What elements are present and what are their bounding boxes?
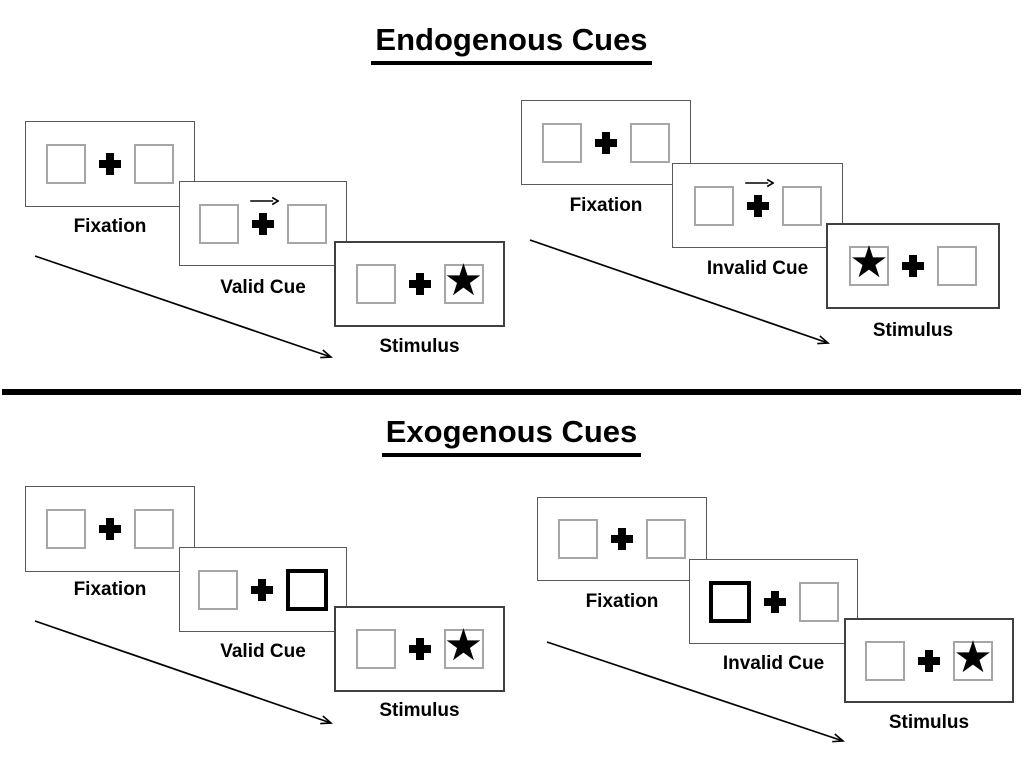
panel-exogenous-invalid-fixation — [537, 497, 707, 581]
fixation-cross-icon — [408, 273, 431, 295]
star-icon: ★ — [443, 256, 484, 305]
panel-label-invalid-cue: Invalid Cue — [722, 653, 825, 674]
panel-label-fixation: Fixation — [585, 591, 659, 612]
panel-exogenous-valid-stimulus: ★ — [334, 606, 505, 692]
left-box — [355, 264, 396, 304]
right-box — [134, 144, 174, 184]
section-title-endogenous: Endogenous Cues — [0, 22, 1023, 65]
timeline-arrow-endogenous-valid — [34, 255, 334, 359]
panel-label-valid-cue: Valid Cue — [220, 277, 306, 298]
fixation-cross-icon — [408, 638, 431, 660]
right-box-with-star: ★ — [443, 256, 484, 305]
panel-exogenous-valid-cue — [179, 547, 347, 632]
section-title-endogenous-text: Endogenous Cues — [371, 22, 652, 65]
panel-endogenous-valid-cue — [179, 181, 347, 266]
left-box — [542, 122, 582, 163]
left-box — [198, 569, 238, 610]
right-box — [287, 203, 327, 244]
section-title-exogenous-text: Exogenous Cues — [381, 414, 642, 457]
right-box — [630, 122, 670, 163]
fixation-cross-icon — [763, 590, 786, 613]
left-box — [693, 185, 734, 226]
panel-endogenous-invalid-cue — [672, 163, 843, 248]
panel-label-fixation: Fixation — [569, 195, 643, 216]
right-box — [781, 185, 822, 226]
panel-exogenous-invalid-cue — [689, 559, 858, 644]
left-box — [46, 509, 86, 549]
left-box-highlighted-cue — [708, 580, 751, 623]
panel-endogenous-valid-fixation — [25, 121, 195, 207]
right-box — [937, 246, 977, 286]
panel-endogenous-valid-stimulus: ★ — [334, 241, 505, 327]
right-box-with-star: ★ — [953, 632, 993, 682]
fixation-cross-icon — [99, 153, 121, 175]
panel-endogenous-invalid-stimulus: ★ — [826, 223, 1000, 309]
star-icon: ★ — [443, 621, 484, 670]
panel-label-stimulus: Stimulus — [872, 320, 954, 341]
fixation-cross-icon — [611, 528, 633, 550]
right-box — [646, 519, 686, 559]
fixation-cross-icon — [902, 255, 924, 277]
fixation-cross-icon — [99, 518, 121, 540]
right-box — [798, 581, 839, 622]
star-icon: ★ — [849, 238, 889, 287]
panel-label-invalid-cue: Invalid Cue — [706, 258, 809, 279]
right-box-with-star: ★ — [443, 621, 484, 670]
left-box — [865, 640, 905, 681]
panel-label-fixation: Fixation — [73, 216, 147, 237]
panel-label-stimulus: Stimulus — [888, 712, 970, 733]
left-box — [355, 629, 396, 669]
left-box — [46, 144, 86, 184]
panel-exogenous-invalid-stimulus: ★ — [844, 618, 1014, 703]
star-icon: ★ — [953, 632, 993, 682]
fixation-cross-icon — [251, 578, 273, 601]
panel-label-stimulus: Stimulus — [379, 336, 460, 357]
cue-arrow-right-icon — [744, 178, 774, 187]
fixation-cross-icon — [918, 649, 940, 672]
right-box — [134, 509, 174, 549]
timeline-arrow-exogenous-valid — [34, 620, 334, 725]
fixation-cross-icon — [250, 196, 280, 235]
right-box-highlighted-cue — [286, 568, 328, 611]
panel-label-stimulus: Stimulus — [379, 700, 460, 721]
section-divider — [2, 389, 1021, 395]
panel-label-valid-cue: Valid Cue — [220, 641, 306, 662]
cue-arrow-right-icon — [250, 196, 280, 205]
panel-exogenous-valid-fixation — [25, 486, 195, 572]
fixation-cross-icon — [744, 178, 774, 217]
timeline-arrow-endogenous-invalid — [529, 239, 831, 345]
left-box — [558, 519, 598, 559]
section-title-exogenous: Exogenous Cues — [0, 414, 1023, 457]
panel-endogenous-invalid-fixation — [521, 100, 691, 185]
left-box — [199, 203, 239, 244]
left-box-with-star: ★ — [849, 238, 889, 287]
fixation-cross-icon — [595, 131, 617, 154]
panel-label-fixation: Fixation — [73, 579, 147, 600]
